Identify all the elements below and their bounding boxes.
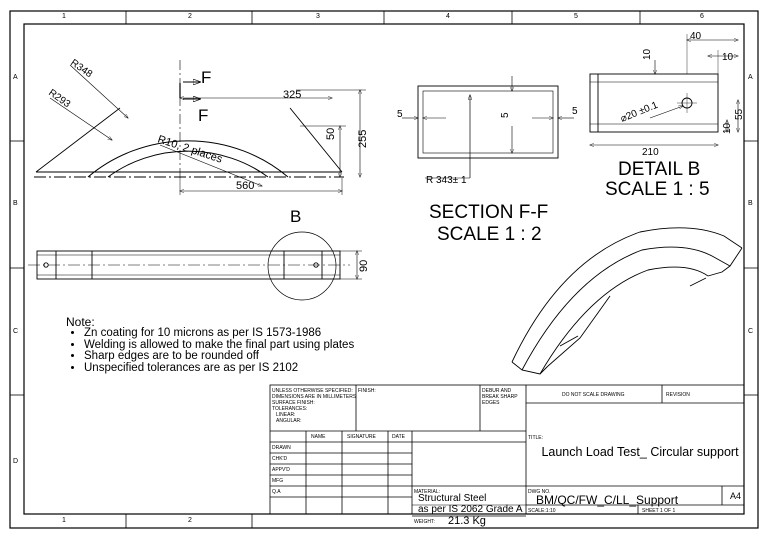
note-item: Welding is allowed to make the final par… — [84, 339, 354, 352]
top-view — [28, 231, 362, 301]
drawing-title: Launch Load Test_ Circular support — [541, 445, 739, 459]
tb-col-name: NAME — [311, 434, 326, 440]
detail-dim-10b: 10 — [722, 52, 734, 63]
section-labels: 5 5 5 R 343± 1 SECTION F-F SCALE 1 : 2 — [397, 106, 578, 245]
detail-letter: B — [290, 207, 301, 226]
detail-dim-55: 55 — [734, 108, 745, 120]
weight-value: 21.3 Kg — [448, 515, 486, 527]
section-dim-top: 5 — [500, 112, 511, 118]
tb-finish: FINISH: — [358, 388, 376, 394]
front-view — [34, 60, 366, 195]
top-zone-labels: 1 2 3 4 5 6 — [62, 13, 704, 20]
tb-sheet: SHEET 1 OF 1 — [642, 508, 676, 514]
bottom-zone-labels: 1 2 — [62, 517, 192, 524]
note-item: Sharp edges are to be rounded off — [84, 350, 354, 363]
tb-row-mfg: MFG — [272, 478, 284, 484]
tb-weight-label: WEIGHT: — [414, 519, 435, 525]
tb-row-qa: Q.A — [272, 489, 281, 495]
tb-dwg-label: DWG NO. — [528, 489, 551, 495]
notes-list: Zn coating for 10 microns as per IS 1573… — [66, 327, 354, 375]
section-radius: R 343± 1 — [426, 175, 467, 186]
dim-90: 90 — [358, 260, 370, 272]
section-caption: SECTION F-F — [429, 202, 548, 223]
section-scale: SCALE 1 : 2 — [437, 224, 542, 245]
detail-dim-10c: 10 — [722, 122, 733, 134]
tb-material-label: MATERIAL: — [414, 489, 441, 495]
tb-scale: SCALE:1:10 — [528, 508, 556, 514]
tb-row-approved: APPV'D — [272, 467, 290, 473]
section-letter-bottom: F — [198, 106, 208, 125]
tb-revision: REVISION — [666, 392, 690, 398]
material-value: Structural Steel as per IS 2062 Grade A — [418, 493, 523, 515]
sheet-size: A4 — [730, 491, 742, 501]
section-view — [402, 76, 574, 179]
tb-col-signature: SIGNATURE — [347, 434, 376, 440]
right-zone-labels: A B C — [748, 74, 754, 335]
detail-caption: DETAIL B — [618, 159, 700, 180]
zone-ticks — [10, 11, 758, 528]
tb-col-date: DATE — [392, 434, 405, 440]
note-item: Zn coating for 10 microns as per IS 1573… — [84, 327, 354, 340]
section-dim-left: 5 — [397, 109, 403, 120]
section-letter-top: F — [201, 68, 211, 87]
isometric-view — [511, 227, 743, 375]
detail-dim-10a: 10 — [642, 48, 653, 60]
notes-block: Note: Zn coating for 10 microns as per I… — [66, 316, 354, 374]
tb-general-notes: UNLESS OTHERWISE SPECIFIED: DIMENSIONS A… — [272, 388, 357, 424]
notes-title: Note: — [66, 315, 95, 329]
detail-view — [590, 34, 738, 145]
detail-scale: SCALE 1 : 5 — [605, 179, 710, 200]
dim-255: 255 — [357, 130, 369, 148]
dim-560: 560 — [236, 180, 254, 192]
drawing-number: BM/QC/FW_C/LL_Support — [536, 493, 679, 507]
note-item: Unspecified tolerances are as per IS 210… — [84, 362, 354, 375]
tb-do-not-scale: DO NOT SCALE DRAWING — [562, 392, 625, 398]
tb-row-drawn: DRAWN — [272, 445, 291, 451]
tb-deburr: DEBUR AND BREAK SHARP EDGES — [482, 388, 518, 406]
dim-325: 325 — [283, 89, 301, 101]
tb-row-checked: CHK'D — [272, 456, 288, 462]
left-zone-labels: A B C D — [13, 74, 19, 465]
detail-dim-210: 210 — [642, 147, 659, 158]
dim-50: 50 — [325, 128, 337, 140]
section-dim-right: 5 — [572, 106, 578, 117]
tb-title-label: TITLE: — [528, 435, 544, 441]
detail-dim-40: 40 — [690, 31, 702, 42]
